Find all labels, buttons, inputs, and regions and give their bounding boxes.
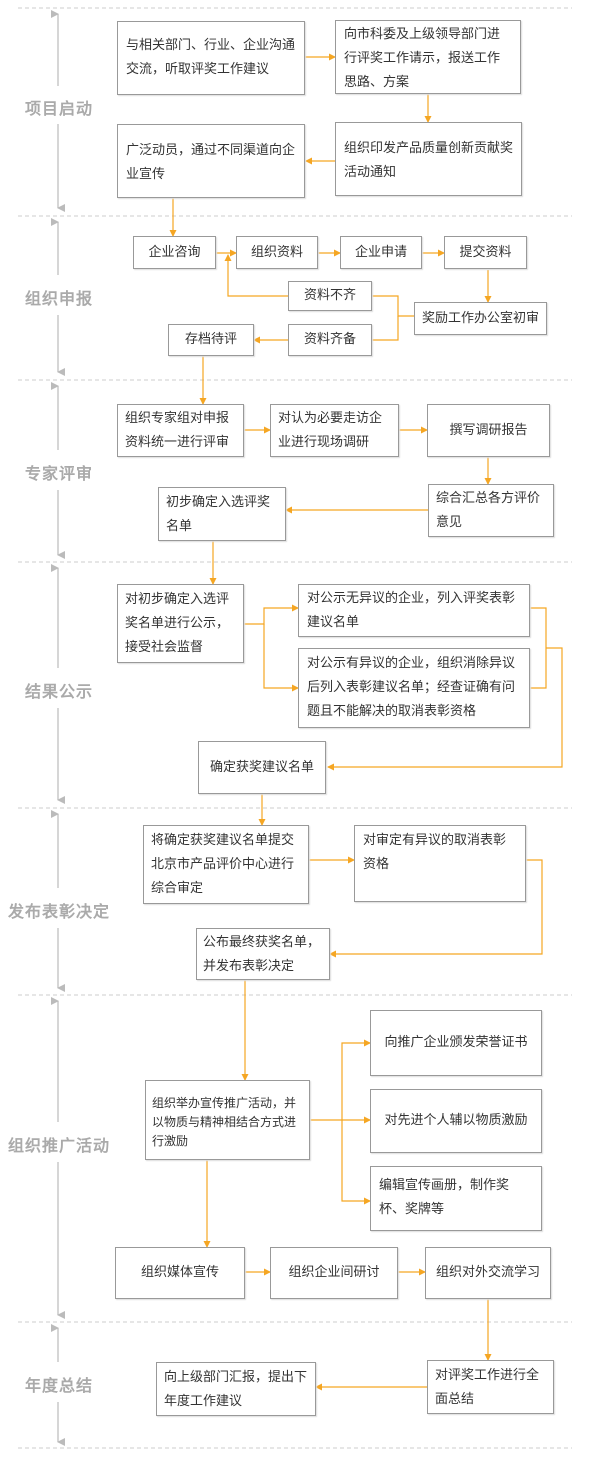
flow-node-submit-materials: 提交资料 (444, 236, 527, 269)
flow-node-public-notice: 对初步确定入选评奖名单进行公示，接受社会监督 (117, 584, 244, 663)
flow-node-materials-complete: 资料齐备 (288, 324, 372, 356)
stage-label-publicity: 结果公示 (24, 682, 93, 701)
flow-node-prepare-materials: 组织资料 (236, 236, 318, 269)
stage-label-announcement: 发布表彰决定 (7, 902, 110, 921)
flow-node-no-objection: 对公示无异议的企业，列入评奖表彰建议名单 (298, 584, 530, 637)
edge-n19-merge (530, 607, 547, 689)
edge-n18-n19 (244, 604, 299, 625)
stage-dividers (18, 7, 572, 1449)
flow-node-preliminary-list: 初步确定入选评奖名单 (158, 487, 286, 541)
flow-node-mobilize: 广泛动员，通过不同渠道向企业宣传 (117, 124, 305, 198)
flow-node-archive-pending: 存档待评 (168, 324, 254, 356)
stage-label-summary: 年度总结 (24, 1376, 93, 1395)
edge-n18-n20 (263, 624, 299, 692)
stage-label-promotion: 组织推广活动 (7, 1136, 110, 1155)
flow-node-award-list: 确定获奖建议名单 (198, 741, 326, 794)
flow-node-with-objection: 对公示有异议的企业，组织消除异议后列入表彰建议名单；经查证确有问题且不能解决的取… (298, 648, 530, 728)
flow-node-site-visit: 对认为必要走访企业进行现场调研 (270, 404, 399, 457)
flow-node-write-report: 撰写调研报告 (427, 404, 550, 457)
stage-label-application: 组织申报 (24, 289, 93, 308)
flow-node-disqualify-objection: 对审定有异议的取消表彰资格 (354, 825, 526, 902)
flow-node-aggregate-opinions: 综合汇总各方评价意见 (428, 484, 554, 537)
flow-node-annual-summary: 对评奖工作进行全面总结 (427, 1360, 554, 1414)
flow-node-promotion-activities: 组织举办宣传推广活动，并以物质与精神相结合方式进行激励 (145, 1080, 310, 1160)
flow-node-media-publicity: 组织媒体宣传 (115, 1247, 245, 1299)
edge-n10-n6 (224, 254, 288, 297)
edge-n25-n26 (310, 1039, 371, 1121)
edge-n23-n24 (329, 859, 543, 958)
edge-n9-n11 (372, 316, 399, 341)
flow-node-brochure-trophy: 编辑宣传画册，制作奖杯、奖牌等 (370, 1166, 542, 1231)
flow-node-report-superiors: 向上级部门汇报，提出下年度工作建议 (156, 1362, 316, 1416)
flow-node-publish-final-list: 公布最终获奖名单，并发布表彰决定 (196, 928, 330, 980)
flow-node-external-exchange: 组织对外交流学习 (425, 1247, 551, 1299)
stage-label-review: 专家评审 (24, 464, 93, 483)
edge-n9-n10 (372, 295, 414, 317)
edge-merge-n21 (327, 647, 563, 771)
flow-node-expert-review: 组织专家组对申报资料统一进行评审 (117, 404, 244, 457)
flow-node-honor-certificate: 向推广企业颁发荣誉证书 (370, 1010, 542, 1076)
flow-node-issue-notice: 组织印发产品质量创新贡献奖活动通知 (335, 122, 522, 196)
flow-node-enterprise-seminar: 组织企业间研讨 (270, 1247, 398, 1299)
connectors (169, 53, 563, 1391)
flow-node-preliminary-review: 奖励工作办公室初审 (414, 302, 547, 335)
flow-node-consult-departments: 与相关部门、行业、企业沟通交流，听取评奖工作建议 (117, 21, 305, 95)
stage-label-startup: 项目启动 (24, 99, 93, 118)
flow-node-enterprise-apply: 企业申请 (340, 236, 422, 269)
flow-node-submit-evaluation-center: 将确定获奖建议名单提交北京市产品评价中心进行综合审定 (143, 825, 309, 904)
flow-node-materials-incomplete: 资料不齐 (288, 281, 372, 311)
edge-n25-n28 (341, 1120, 371, 1205)
flow-node-request-approval: 向市科委及上级领导部门进行评奖工作请示，报送工作思路、方案 (335, 20, 521, 94)
flow-node-material-incentive: 对先进个人辅以物质激励 (370, 1089, 542, 1153)
flow-node-enterprise-inquiry: 企业咨询 (133, 236, 216, 269)
